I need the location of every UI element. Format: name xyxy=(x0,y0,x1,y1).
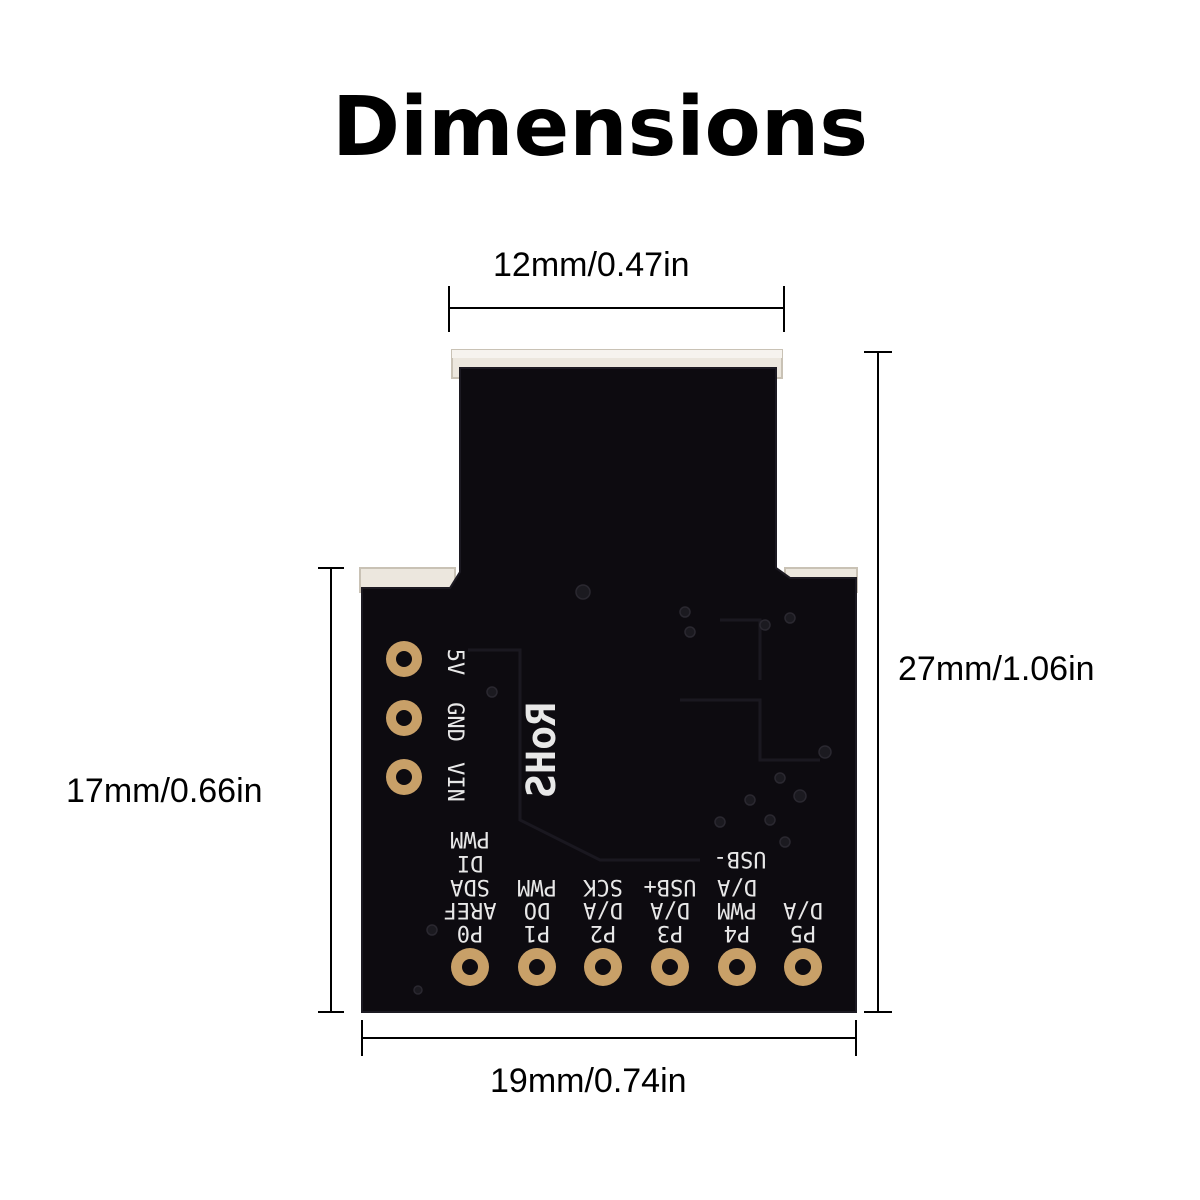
dimension-line-total-height xyxy=(864,351,892,1013)
row2-da-p3: D/A xyxy=(650,897,690,922)
pin-name-p3: P3 xyxy=(657,920,684,945)
total-height-label: 27mm/1.06in xyxy=(898,650,1095,688)
body-height-label: 17mm/0.66in xyxy=(66,772,263,810)
row1-usb-plus: USB+ xyxy=(644,874,697,899)
dimension-line-bottom-width xyxy=(361,1020,857,1056)
dimension-line-body-height xyxy=(318,567,344,1013)
pin-name-p0: P0 xyxy=(457,920,484,945)
pcb-board xyxy=(361,367,857,1013)
page-title: Dimensions xyxy=(331,80,869,175)
pin-name-p1: P1 xyxy=(524,920,551,945)
pcb-traces xyxy=(468,618,820,862)
rohs-label: RoHS xyxy=(519,702,565,798)
bottom-width-label: 19mm/0.74in xyxy=(490,1062,687,1100)
row1-sda: SDA xyxy=(450,874,490,899)
pin-label-gnd: GND xyxy=(442,702,467,742)
pin-name-p5: P5 xyxy=(790,920,817,945)
pin-name-p2: P2 xyxy=(590,920,617,945)
pin-label-vin: VIN xyxy=(442,762,467,802)
pin-name-p4: P4 xyxy=(724,920,751,945)
di-label: DI xyxy=(457,850,484,875)
bottom-pin-pads xyxy=(451,948,822,986)
vias xyxy=(413,584,832,995)
row2-da-p2: D/A xyxy=(583,897,623,922)
usb-minus-label: USB- xyxy=(714,846,767,871)
row2-aref: AREF xyxy=(444,897,497,922)
pwm-label: PWM xyxy=(450,826,490,851)
dimension-line-top-width xyxy=(448,286,785,332)
top-width-label: 12mm/0.47in xyxy=(493,246,690,284)
row1-sck: SCK xyxy=(582,874,622,899)
left-pin-pads xyxy=(386,641,422,795)
row2-pwm: PWM xyxy=(717,897,757,922)
pin-label-5v: 5V xyxy=(442,649,467,676)
row1-pwm: PWM xyxy=(517,874,557,899)
row2-do: DO xyxy=(524,897,551,922)
row2-da-p5: D/A xyxy=(783,897,823,922)
row1-da: D/A xyxy=(717,874,757,899)
